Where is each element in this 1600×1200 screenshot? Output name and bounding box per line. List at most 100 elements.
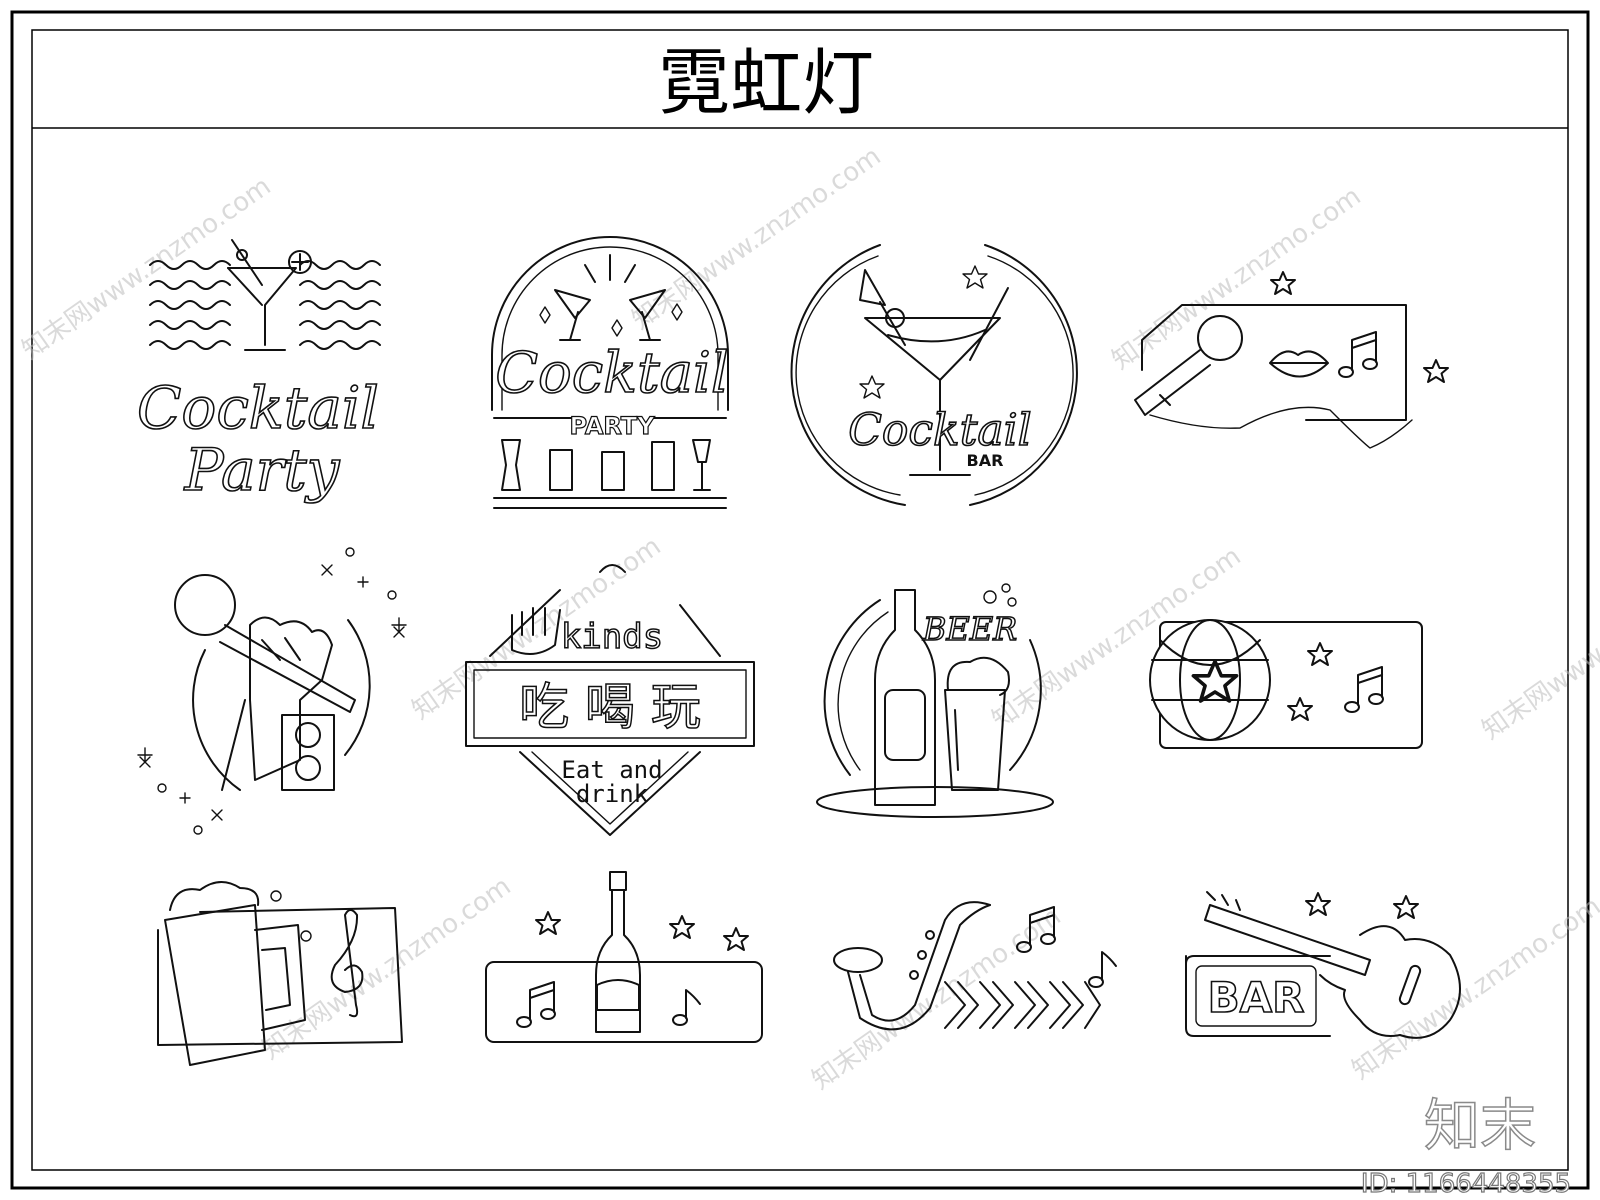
sparkle-icons <box>137 547 407 835</box>
sign-guitar-bar: BAR <box>1185 891 1461 1039</box>
arch-sub: PARTY <box>569 412 655 440</box>
glass-row <box>501 439 711 491</box>
star-icon <box>1393 895 1419 919</box>
star-icon <box>723 927 749 951</box>
music-note-icon <box>1088 951 1117 988</box>
treble-clef-icon <box>330 909 364 1018</box>
star-icon <box>669 915 695 939</box>
panel-outline <box>465 661 755 747</box>
arch-script: Cocktail <box>495 341 729 406</box>
panel-outline <box>485 961 763 1043</box>
bubble-icons <box>270 890 312 942</box>
guitar-icon <box>1204 891 1461 1039</box>
watermark-site-text: 知末网www.znzmo.com <box>1107 181 1367 375</box>
lips-icon <box>1269 350 1329 378</box>
watermark-site-text: 知末网www.znzmo.com <box>807 901 1067 1095</box>
ring-arc-inner <box>837 611 889 771</box>
watermark-site-text: 知末网www.znzmo.com <box>627 141 887 335</box>
watermark-id: ID: 1166448355 <box>1361 1169 1571 1199</box>
microphone-icon <box>174 574 356 713</box>
watermark-site-text: 知末网www.znzmo.com <box>257 871 517 1065</box>
music-note-icon <box>1338 331 1378 378</box>
saxophone-icon <box>833 901 991 1031</box>
watermark-brand: 知末 <box>1424 1094 1536 1159</box>
circle-left-arc <box>790 244 906 506</box>
arrow-chevrons <box>944 981 1101 1029</box>
sheet-title: 霓虹灯 <box>658 41 874 125</box>
circle-left-arc-inner <box>795 255 901 496</box>
drink-label: drink <box>576 780 649 808</box>
star-icon <box>1287 697 1313 721</box>
kinds-label: kinds <box>561 617 663 657</box>
beer-mug-icon <box>944 656 1010 791</box>
star-icon <box>1270 271 1296 295</box>
watermark-site-text: 知末网www.znzmo.com <box>1347 891 1600 1085</box>
panel-inner <box>473 669 747 739</box>
chinese-label: 吃 喝 玩 <box>519 678 701 736</box>
sign-cocktail-party-waves: Cocktail Party <box>136 239 381 505</box>
sign-beer-mug-clef <box>157 881 403 1066</box>
star-icon <box>1307 642 1333 666</box>
panel-outline <box>1185 955 1331 965</box>
toasting-glasses-icon <box>554 254 666 341</box>
fork-icon <box>511 607 561 655</box>
ring-arc <box>1009 639 1042 771</box>
diamond-bottom-inner <box>531 751 689 825</box>
microphone-icon <box>1134 315 1243 416</box>
star-icon <box>539 303 683 337</box>
sign-cocktail-party-arch: Cocktail PARTY <box>491 236 730 509</box>
wine-bottle-icon <box>595 871 641 1033</box>
bar-label: BAR <box>1208 973 1305 1022</box>
cable-line <box>1149 406 1413 449</box>
star-icon <box>1423 359 1449 383</box>
sign-saxophone-arrows <box>833 901 1117 1031</box>
watermark-site-text: 知末网www.znzmo.com <box>1477 551 1600 745</box>
panel-outline <box>157 907 403 1046</box>
outer-border <box>10 10 1590 1190</box>
arch-inner <box>501 246 719 411</box>
ring-arc <box>344 619 371 756</box>
bubble-icons <box>983 583 1017 607</box>
script-line-party: Party <box>184 436 341 504</box>
cocktail-glass-icon <box>227 239 312 351</box>
circle-right-arc <box>969 244 1078 506</box>
sign-eat-drink-play: kinds 吃 喝 玩 Eat and drink <box>465 564 755 836</box>
sign-fist-microphone <box>137 547 407 835</box>
circle-script: Cocktail <box>848 405 1032 456</box>
watermark-site-layer: 知末网www.znzmo.com 知末网www.znzmo.com 知末网www… <box>17 141 1600 1095</box>
circle-sub: BAR <box>967 451 1004 470</box>
fist-icon <box>249 616 333 781</box>
diamond-top <box>489 564 721 657</box>
music-note-icon <box>1344 666 1384 713</box>
sign-microphone-lips <box>1134 271 1449 449</box>
panel-inner <box>1195 965 1317 1027</box>
ring-arc <box>192 649 241 791</box>
speaker-icon <box>281 714 335 791</box>
panel-outline <box>1141 304 1407 421</box>
cocktail-glass-icon <box>859 269 1009 476</box>
script-line-cocktail: Cocktail <box>137 374 379 442</box>
sign-wine-bottle-notes <box>485 871 763 1043</box>
beer-label: BEER <box>922 610 1017 648</box>
sign-disco-ball <box>1149 619 1423 749</box>
music-note-icon <box>672 989 701 1026</box>
eat-and-label: Eat and <box>561 756 662 784</box>
arch-outline <box>491 236 729 411</box>
wave-lines <box>149 260 381 350</box>
disco-ball-icon <box>1149 619 1271 741</box>
panel-outline <box>1185 955 1331 1037</box>
beer-bottle-icon <box>874 589 936 806</box>
star-icon <box>859 375 885 399</box>
star-icon <box>535 911 561 935</box>
mic-stand <box>221 699 246 791</box>
star-icon <box>1305 892 1331 916</box>
sign-beer-bottle: BEER <box>816 583 1054 818</box>
ring-arc <box>823 599 881 776</box>
music-note-icon <box>516 981 556 1028</box>
circle-right-arc-inner <box>974 255 1074 496</box>
diamond-bottom <box>519 751 701 836</box>
star-icon <box>962 265 988 289</box>
inner-border <box>31 29 1569 1171</box>
beer-mug-icon <box>164 881 306 1066</box>
